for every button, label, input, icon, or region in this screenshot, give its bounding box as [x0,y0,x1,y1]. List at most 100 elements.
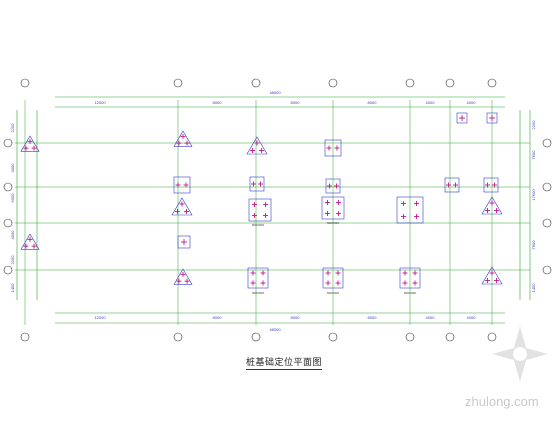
axis-tag-bottom [328,332,338,342]
square-pile-cap [456,112,468,124]
left-dim-text: 2250 [10,123,15,133]
axis-tag-bottom [445,332,455,342]
square-pile-cap [396,196,424,224]
left-dim-text: 1450 [10,283,15,293]
axis-tag-top [251,78,261,88]
top-total-text: 48000 [269,90,281,95]
triangle-pile-cap [171,197,193,216]
square-pile-cap [321,196,345,220]
grid-axis-lines [15,100,530,325]
axis-tags [3,78,552,342]
cap-outline [325,178,341,194]
pile-cap-label: 600X600 [404,291,416,295]
left-dim-text: 5000 [10,193,15,203]
axis-tag-bottom [405,332,415,342]
bottom-total-text: 48000 [269,327,281,332]
cap-outline [324,139,342,157]
cap-outline [399,267,421,289]
cap-outline [486,112,498,124]
pile-cap-label: 600X600 [252,291,264,295]
pile-caps: 600X600 600X600 600X600 600X600 600X600 [20,112,503,295]
triangle-pile-cap [481,196,503,215]
square-pile-cap [247,267,269,289]
bottom-dim-text: 8000 [291,315,301,320]
top-dim-text: 4000 [467,100,477,105]
drawing-title: 桩基础定位平面图 [246,355,323,370]
top-dim-text: 4000 [426,100,436,105]
top-dim-text: 8000 [213,100,223,105]
cap-outline [481,196,503,215]
square-pile-cap [324,139,342,157]
square-pile-cap [249,176,265,192]
cap-outline [177,235,191,249]
axis-tag-bottom [251,332,261,342]
triangle-pile-cap [20,135,40,152]
bottom-dim-text: 8000 [213,315,223,320]
axis-tag-top [328,78,338,88]
triangle-pile-cap [20,233,40,250]
right-dim-text: 17600 [531,189,536,201]
axis-tag-top [487,78,497,88]
cap-outline [20,233,40,250]
bottom-dim-text: 4000 [426,315,436,320]
cap-outline [171,197,193,216]
cap-outline [456,112,468,124]
cap-outline [173,176,191,194]
pile-cap-label: 600X600 [327,221,339,225]
axis-tag-left [3,218,13,228]
bottom-dim-text: 8000 [368,315,378,320]
cap-outline [483,177,499,193]
dimension-lines: 12000 8000 8000 8000 4000 4000 48000 12000 8000 8… [10,90,536,332]
square-pile-cap [248,198,272,222]
cap-outline [321,196,345,220]
triangle-pile-cap [173,268,193,285]
square-pile-cap [177,235,191,249]
right-dim-text: 7600 [531,150,536,160]
right-dim-text: 7600 [531,240,536,250]
pile-cap-label: 600X600 [327,291,339,295]
right-dim-text: 2250 [531,120,536,130]
cap-outline [396,196,424,224]
axis-tag-left [3,182,13,192]
cap-outline [246,136,268,155]
top-dim-text: 8000 [291,100,301,105]
left-dim-text: 2250 [10,255,15,265]
bottom-dim-text: 4000 [467,315,477,320]
right-dim-text: 1450 [531,283,536,293]
triangle-pile-cap [246,136,268,155]
left-dim-text: 4000 [10,230,15,240]
cap-outline [249,176,265,192]
watermark-text: zhulong.com [465,394,539,409]
axis-tag-left [3,265,13,275]
cap-outline [481,266,503,285]
top-dim-text: 12000 [94,100,106,105]
cap-outline [173,268,193,285]
cap-outline [20,135,40,152]
axis-tag-right [542,218,552,228]
bottom-dim-text: 12000 [94,315,106,320]
square-pile-cap [322,267,344,289]
axis-tag-top [20,78,30,88]
cap-outline [248,198,272,222]
triangle-pile-cap [481,266,503,285]
square-pile-cap [325,178,341,194]
axis-tag-right [542,182,552,192]
top-dim-text: 8000 [368,100,378,105]
cap-outline [247,267,269,289]
cap-outline [173,130,193,147]
cap-outline [322,267,344,289]
axis-tag-left [3,138,13,148]
watermark-logo-icon [492,326,548,382]
pile-cap-label: 600X600 [252,223,264,227]
left-dim-text: 4000 [10,163,15,173]
triangle-pile-cap [173,130,193,147]
axis-tag-bottom [173,332,183,342]
square-pile-cap [483,177,499,193]
axis-tag-bottom [20,332,30,342]
axis-tag-top [445,78,455,88]
square-pile-cap [444,177,460,193]
square-pile-cap [486,112,498,124]
square-pile-cap [399,267,421,289]
axis-tag-top [405,78,415,88]
